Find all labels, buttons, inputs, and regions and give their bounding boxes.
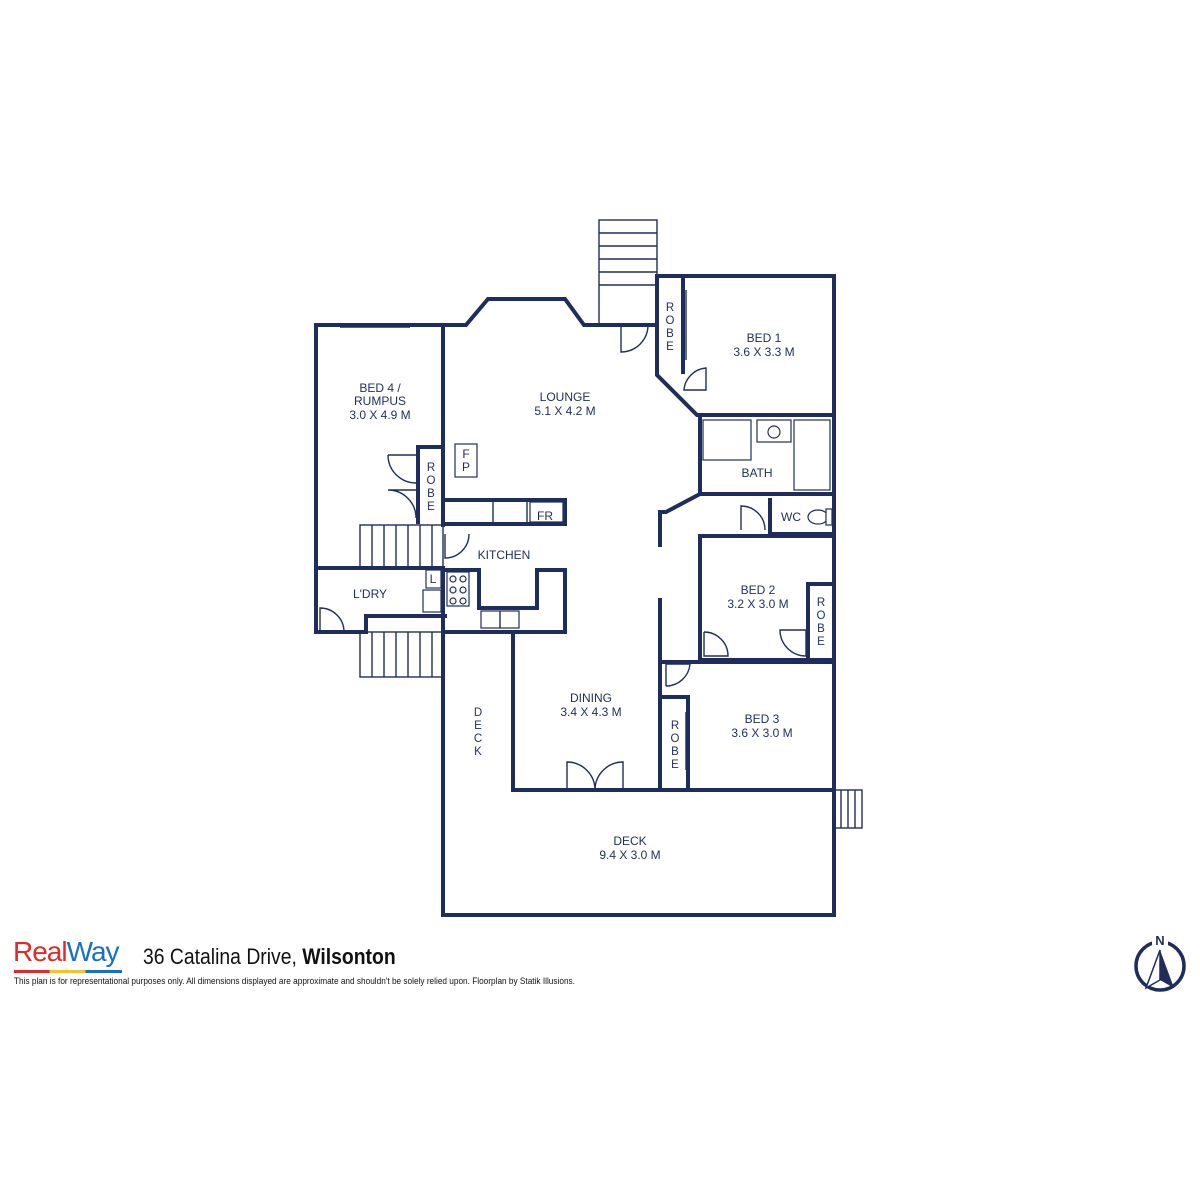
deck-side-letter-2: E xyxy=(474,720,482,732)
svg-text:B: B xyxy=(666,328,674,340)
east-deck-stairs xyxy=(833,789,863,829)
dining-name: DINING xyxy=(570,691,612,705)
north-wall xyxy=(314,274,836,417)
hall-angle-wall xyxy=(658,491,703,547)
laundry-tub xyxy=(422,589,442,613)
kitchen-bench xyxy=(443,568,567,634)
svg-text:O: O xyxy=(427,475,436,487)
bathtub xyxy=(793,419,831,491)
wc-door xyxy=(740,505,766,531)
svg-text:E: E xyxy=(817,636,825,648)
deck-side-letter-3: C xyxy=(474,733,482,745)
entry-door xyxy=(620,324,649,353)
bed1-door xyxy=(683,367,707,391)
bed1-dims: 3.6 X 3.3 M xyxy=(733,345,794,359)
fireplace-box xyxy=(454,443,478,478)
bath-walls xyxy=(698,413,836,496)
svg-text:R: R xyxy=(671,720,679,732)
laundry-door xyxy=(319,607,345,633)
realway-logo: RealWay xyxy=(13,936,120,967)
shower xyxy=(702,419,752,461)
bed3-name: BED 3 xyxy=(745,712,780,726)
brand-way: Way xyxy=(66,936,120,967)
bed1-south-angled xyxy=(655,323,836,417)
svg-text:R: R xyxy=(666,302,674,314)
svg-text:E: E xyxy=(427,501,435,513)
west-stairs xyxy=(359,524,444,678)
dining-dims: 3.4 X 4.3 M xyxy=(560,705,621,719)
lounge-name: LOUNGE xyxy=(540,390,591,404)
laundry-l-box xyxy=(425,569,442,589)
brand-underline xyxy=(14,970,122,973)
address-suburb: Wilsonton xyxy=(302,944,396,969)
north-compass-icon: N xyxy=(1134,932,1186,992)
svg-text:E: E xyxy=(666,341,674,353)
bed3-dims: 3.6 X 3.0 M xyxy=(731,726,792,740)
fr-name: FR xyxy=(537,509,553,523)
bed4-name-1: BED 4 / xyxy=(359,381,401,395)
fp-l2: P xyxy=(462,460,470,474)
svg-text:B: B xyxy=(671,746,679,758)
property-address: 36 Catalina Drive, Wilsonton xyxy=(143,944,396,970)
deck-side-letter-1: D xyxy=(474,707,482,719)
bed3-door xyxy=(665,663,691,687)
kitchen-north-bench xyxy=(443,498,567,526)
svg-text:E: E xyxy=(671,759,679,771)
robe-bed4-wall xyxy=(416,445,445,524)
doors xyxy=(319,290,807,791)
svg-text:B: B xyxy=(817,623,825,635)
bed2-dims: 3.2 X 3.0 M xyxy=(727,597,788,611)
fridge-box xyxy=(529,501,564,523)
svg-text:R: R xyxy=(427,462,435,474)
entry-stair-treads xyxy=(599,232,657,286)
robe-bed4-label: R O B E xyxy=(427,462,436,513)
fixtures xyxy=(422,419,833,629)
svg-text:B: B xyxy=(427,488,435,500)
disclaimer: This plan is for representational purpos… xyxy=(14,976,575,987)
robe-bed1-label: R O B E xyxy=(666,302,675,353)
robe-bed2-label: R O B E xyxy=(817,597,826,648)
bed1-name: BED 1 xyxy=(747,331,782,345)
svg-text:O: O xyxy=(817,610,826,622)
room-labels: LOUNGE 5.1 X 4.2 M BED 1 3.6 X 3.3 M BED… xyxy=(349,302,825,862)
bed3-robe-walls xyxy=(662,695,690,792)
bed2-name: BED 2 xyxy=(741,583,776,597)
dining-double-doors xyxy=(566,761,624,791)
svg-text:R: R xyxy=(817,597,825,609)
bed4-name-2: RUMPUS xyxy=(354,394,406,408)
lounge-dims: 5.1 X 4.2 M xyxy=(534,404,595,418)
bath-name: BATH xyxy=(741,466,772,480)
bed3-walls xyxy=(658,660,836,792)
dining-south-wall xyxy=(511,634,836,792)
bed4-dims: 3.0 X 4.9 M xyxy=(349,408,410,422)
wc-name: WC xyxy=(781,510,801,524)
deck-outline xyxy=(441,630,836,917)
brand-real: Real xyxy=(13,936,68,967)
bed4-robe-doors xyxy=(387,454,417,519)
laundry-name: L'DRY xyxy=(353,587,387,601)
bed2-robe-door xyxy=(779,629,807,657)
robe-bed3-label: R O B E xyxy=(671,720,680,771)
address-street: 36 Catalina Drive, xyxy=(143,944,297,969)
fp-l1: F xyxy=(462,447,469,461)
svg-text:O: O xyxy=(671,733,680,745)
kitchen-door xyxy=(444,533,470,559)
compass-n: N xyxy=(1155,933,1164,948)
deck-main-name: DECK xyxy=(613,834,646,848)
toilet xyxy=(807,509,829,525)
kitchen-name: KITCHEN xyxy=(478,548,531,562)
walls xyxy=(314,219,836,917)
bed2-door xyxy=(703,631,729,657)
laundry-l: L xyxy=(430,572,437,586)
svg-text:O: O xyxy=(666,315,675,327)
deck-side-letter-4: K xyxy=(474,746,482,758)
deck-main-dims: 9.4 X 3.0 M xyxy=(599,848,660,862)
